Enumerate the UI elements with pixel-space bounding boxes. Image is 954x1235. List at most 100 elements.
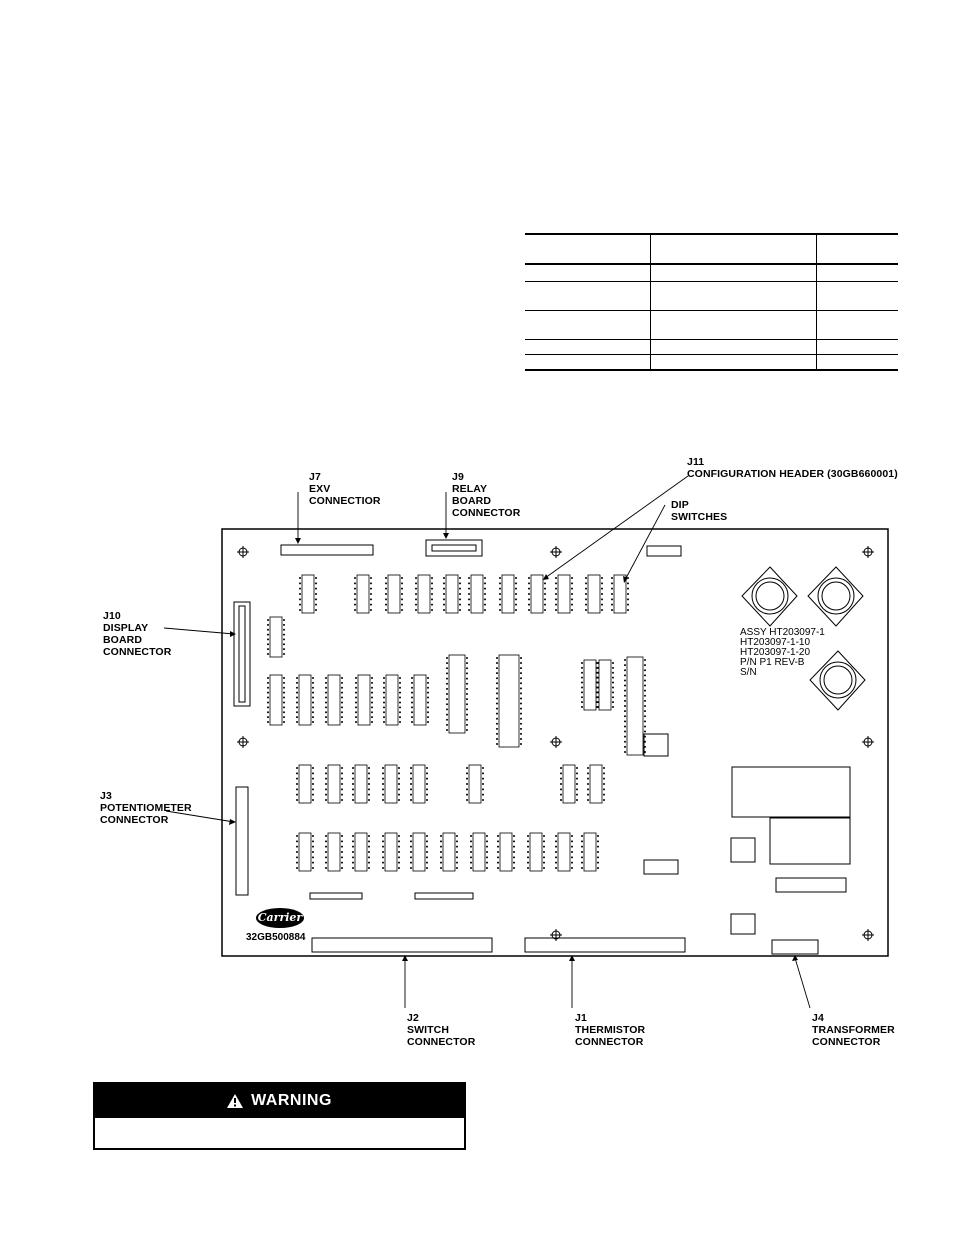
j10-callout: J10 DISPLAY BOARD CONNECTOR [103, 610, 171, 658]
j9-id: J9 [452, 471, 464, 483]
table-row [525, 263, 898, 282]
ic-package [412, 764, 426, 804]
capacitor-c12 [769, 817, 851, 865]
table-row [525, 354, 898, 371]
warning-box: WARNING [93, 1082, 466, 1150]
j7-header [280, 544, 374, 556]
j3-header [235, 786, 249, 896]
ic-package [327, 764, 341, 804]
j10-line3: CONNECTOR [103, 646, 172, 658]
dip-line1: DIP [671, 499, 689, 511]
assy-line: P/N P1 REV-B [740, 657, 805, 668]
ic-package [557, 832, 571, 872]
j4-callout: J4 TRANSFORMER CONNECTOR [812, 1012, 895, 1048]
ic-package [613, 574, 627, 614]
assy-line: S/N [740, 667, 757, 678]
warning-title: WARNING [251, 1092, 332, 1109]
j11-id: J11 [687, 456, 705, 468]
warning-header: WARNING [95, 1084, 464, 1118]
ic-package [298, 832, 312, 872]
ic-package [583, 832, 597, 872]
assy-line: HT203097-1-10 [740, 637, 811, 648]
assembly-label: ASSY HT203097-1 HT203097-1-10 HT203097-1… [740, 628, 825, 678]
power-transistors [741, 566, 866, 711]
j11-line1: CONFIGURATION HEADER [687, 468, 825, 480]
j9-callout: J9 RELAY BOARD CONNECTOR [452, 471, 520, 519]
leader-lines [163, 475, 811, 1009]
j1-id: J1 [575, 1012, 587, 1024]
dip-line2: SWITCHES [671, 511, 728, 523]
j2-id: J2 [407, 1012, 419, 1024]
table-row [525, 281, 898, 311]
carrier-logo: Carrier [256, 908, 304, 928]
ic-package [269, 674, 283, 726]
ic-package [357, 674, 371, 726]
ic-package [298, 674, 312, 726]
j3-line2: CONNECTOR [100, 814, 169, 826]
ic-package [384, 764, 398, 804]
ic-package [529, 832, 543, 872]
j11-callout: J11 CONFIGURATION HEADER (30GB660001) [687, 456, 898, 480]
j10-id: J10 [103, 610, 121, 622]
dip-callout: DIP SWITCHES [671, 499, 727, 523]
j3-line1: POTENTIOMETER [100, 802, 192, 814]
ic-package [626, 656, 644, 756]
j1-header [524, 937, 686, 953]
mounting-holes [237, 546, 874, 941]
ic-package [385, 674, 399, 726]
ic-package [589, 764, 603, 804]
ic-package [468, 764, 482, 804]
j3-id: J3 [100, 790, 112, 802]
ic-package [498, 654, 520, 748]
ic-package [472, 832, 486, 872]
j2-callout: J2 SWITCH CONNECTOR [407, 1012, 475, 1048]
table-row [525, 339, 898, 355]
ic-package [354, 832, 368, 872]
j7-callout: J7 EXV CONNECTIOR [309, 471, 381, 507]
ic-package [448, 654, 466, 734]
ic-package [442, 832, 456, 872]
j2-header [311, 937, 493, 953]
assy-line: HT203097-1-20 [740, 647, 811, 658]
blank-table [525, 233, 898, 371]
ic-package [413, 674, 427, 726]
table-row [525, 310, 898, 340]
j4-line1: TRANSFORMER [812, 1024, 895, 1036]
ic-package [562, 764, 576, 804]
ic-package [530, 574, 544, 614]
j9-line2: BOARD [452, 495, 491, 507]
ic-package [501, 574, 515, 614]
board-part-number: 32GB500884 [246, 932, 306, 943]
ic-package [301, 574, 315, 614]
ic-package [412, 832, 426, 872]
ic-package [387, 574, 401, 614]
j7-id: J7 [309, 471, 321, 483]
j1-callout: J1 THERMISTOR CONNECTOR [575, 1012, 645, 1048]
ic-package [269, 616, 283, 658]
j9-line1: RELAY [452, 483, 488, 495]
assy-line: ASSY HT203097-1 [740, 627, 825, 638]
ic-package [499, 832, 513, 872]
ic-package [583, 659, 597, 711]
j7-line1: EXV [309, 483, 331, 495]
ic-package [327, 674, 341, 726]
j4-header [771, 939, 819, 955]
capacitor-c13 [731, 766, 851, 818]
j2-line1: SWITCH [407, 1024, 450, 1036]
j11-part: (30GB660001) [827, 468, 898, 480]
j10-line1: DISPLAY [103, 622, 149, 634]
ic-package [327, 832, 341, 872]
ic-package [470, 574, 484, 614]
capacitor-c44 [775, 877, 847, 893]
j1-line1: THERMISTOR [575, 1024, 646, 1036]
ic-package [557, 574, 571, 614]
j3-callout: J3 POTENTIOMETER CONNECTOR [100, 790, 192, 826]
j9-header [425, 539, 483, 557]
ic-package [598, 659, 612, 711]
j4-id: J4 [812, 1012, 824, 1024]
ic-package [384, 832, 398, 872]
ic-package [298, 764, 312, 804]
board-outline [221, 528, 889, 957]
ic-package [587, 574, 601, 614]
